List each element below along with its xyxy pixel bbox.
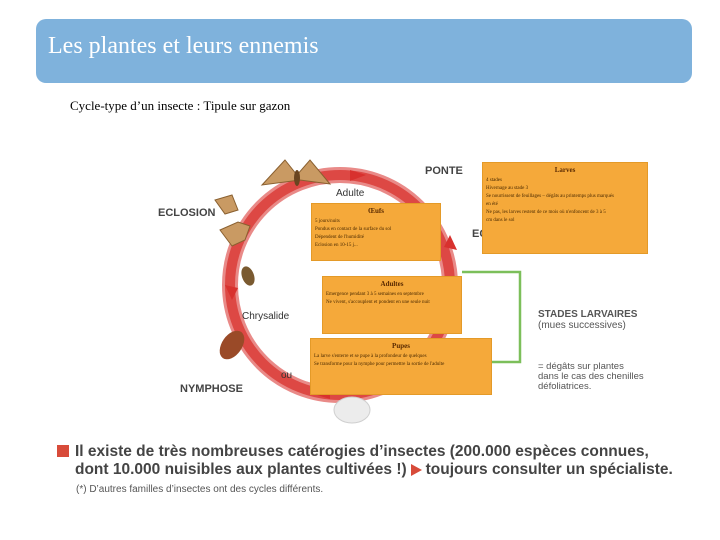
label-chrysalide: Chrysalide xyxy=(242,311,290,322)
header-banner: Les plantes et leurs ennemis xyxy=(36,19,692,83)
diagram-subtitle: Cycle-type d’un insecte : Tipule sur gaz… xyxy=(70,98,291,113)
box-adultes: Adultes Emergence pendant 3 à 5 semaines… xyxy=(322,276,462,334)
label-ponte: PONTE xyxy=(425,165,463,177)
box-line: La larve s'enterre et se pupe à la profo… xyxy=(314,354,427,359)
degats-line: = dégâts sur plantes xyxy=(538,361,624,372)
label-eclosion: ECLOSION xyxy=(158,207,216,219)
box-line: Se transforme pour la nymphe pour permet… xyxy=(314,362,445,367)
bottom-statement: Il existe de très nombreuses catérogies … xyxy=(57,443,697,479)
box-line: 5 jours/nuits xyxy=(315,219,340,224)
box-oeufs: Œufs 5 jours/nuits Pondus en contact de … xyxy=(311,203,441,261)
box-pupes-title: Pupes xyxy=(392,342,410,350)
box-line: 4 stades xyxy=(486,178,502,183)
stades-larvaires-label: STADES LARVAIRES (mues successives) xyxy=(538,309,637,331)
ring-arrow-left xyxy=(225,285,238,300)
box-line: Pondus en contact de la surface du sol xyxy=(315,227,392,232)
label-adulte: Adulte xyxy=(336,188,365,199)
chrysalis-icon xyxy=(219,266,255,360)
bottom-line-2a: dont 10.000 nuisibles aux plantes cultiv… xyxy=(75,461,407,478)
stades-title: STADES LARVAIRES xyxy=(538,309,638,320)
box-line: Ne pas, les larves restent de ce mois où… xyxy=(486,210,606,215)
bottom-line-2: dont 10.000 nuisibles aux plantes cultiv… xyxy=(57,461,697,479)
bullet-square-icon xyxy=(57,445,69,457)
bottom-line-1: Il existe de très nombreuses catérogies … xyxy=(75,443,649,460)
cocoon-icon xyxy=(333,396,371,424)
ring-arrow-right xyxy=(444,235,457,250)
label-nymphose: NYMPHOSE xyxy=(180,383,243,395)
box-line: Dépendent de l'humidité xyxy=(315,235,364,240)
degats-label: = dégâts sur plantes dans le cas des che… xyxy=(538,362,644,392)
box-line: Eclosion en 10-15 j... xyxy=(315,243,358,248)
box-line: Ne vivent, s'accouplent et pondent en un… xyxy=(326,300,430,305)
box-line: Se nourrissent de feuillages – dégâts au… xyxy=(486,194,614,199)
degats-line: défoliatrices. xyxy=(538,381,592,392)
box-oeufs-title: Œufs xyxy=(368,207,384,215)
box-larves: Larves 4 stades Hivernage au stade 3 Se … xyxy=(482,162,648,254)
box-line: Emergence pendant 3 à 5 semaines en sept… xyxy=(326,292,424,297)
moth-emerging-icon xyxy=(214,194,251,247)
box-line: en été xyxy=(486,202,498,207)
box-line: Hivernage au stade 3 xyxy=(486,186,529,191)
footnote: (*) D’autres familles d’insectes ont des… xyxy=(76,484,324,495)
stades-subtitle: (mues successives) xyxy=(538,320,626,331)
arrow-right-icon xyxy=(410,463,422,476)
degats-line: dans le cas des chenilles xyxy=(538,371,644,382)
box-larves-title: Larves xyxy=(554,166,576,174)
box-adultes-title: Adultes xyxy=(380,280,404,288)
box-pupes: Pupes La larve s'enterre et se pupe à la… xyxy=(310,338,492,395)
ring-arrow-top xyxy=(350,170,366,181)
page-title: Les plantes et leurs ennemis xyxy=(48,33,319,59)
box-line: cm dans le sol xyxy=(486,218,515,223)
connector-line xyxy=(462,270,522,364)
label-ou: ou xyxy=(281,370,293,381)
bottom-line-2b: toujours consulter un spécialiste. xyxy=(425,461,673,478)
moth-adult-icon xyxy=(260,159,332,186)
